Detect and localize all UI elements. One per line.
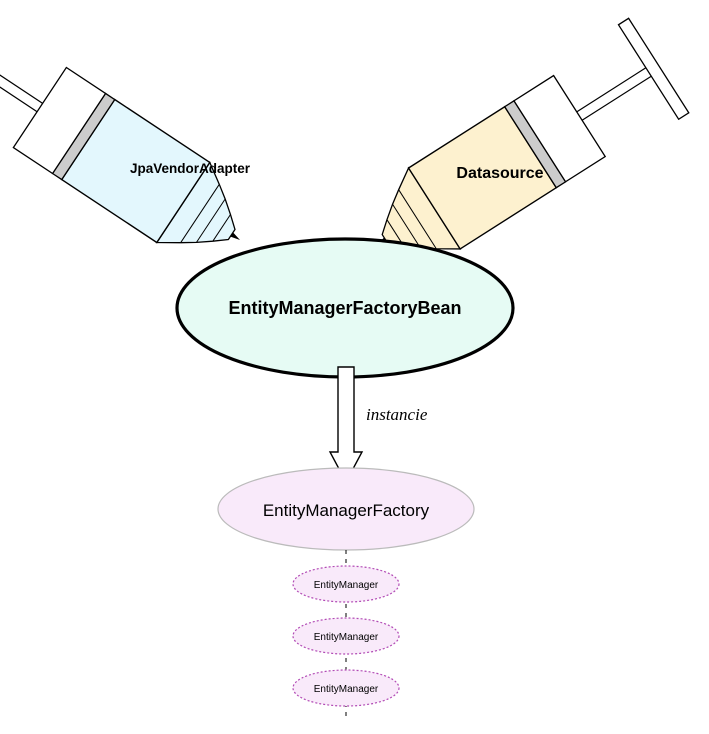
instancie-arrow [328,366,364,484]
entity-manager-node: EntityManager [292,669,400,707]
entity-manager-node: EntityManager [292,565,400,603]
entity-manager-label: EntityManager [314,580,379,591]
entity-manager-node: EntityManager [292,617,400,655]
right-syringe-plunger-handle [617,17,690,121]
left-syringe-rear-barrel [12,66,107,175]
entity-manager-ellipse [292,669,400,707]
right-syringe-label: Datasource [456,165,543,182]
right-syringe-rear-barrel [513,74,607,183]
entity-manager-ellipse [292,565,400,603]
entity-manager-label: EntityManager [314,684,379,695]
entity-manager-ellipse [292,617,400,655]
entity-manager-label: EntityManager [314,632,379,643]
left-syringe [0,53,240,244]
factory-label: EntityManagerFactory [263,501,430,520]
factory-bean-label: EntityManagerFactoryBean [228,298,461,318]
instancie-label: instancie [366,405,428,424]
left-syringe-label: JpaVendorAdapter [130,161,251,176]
right-syringe [377,17,690,250]
